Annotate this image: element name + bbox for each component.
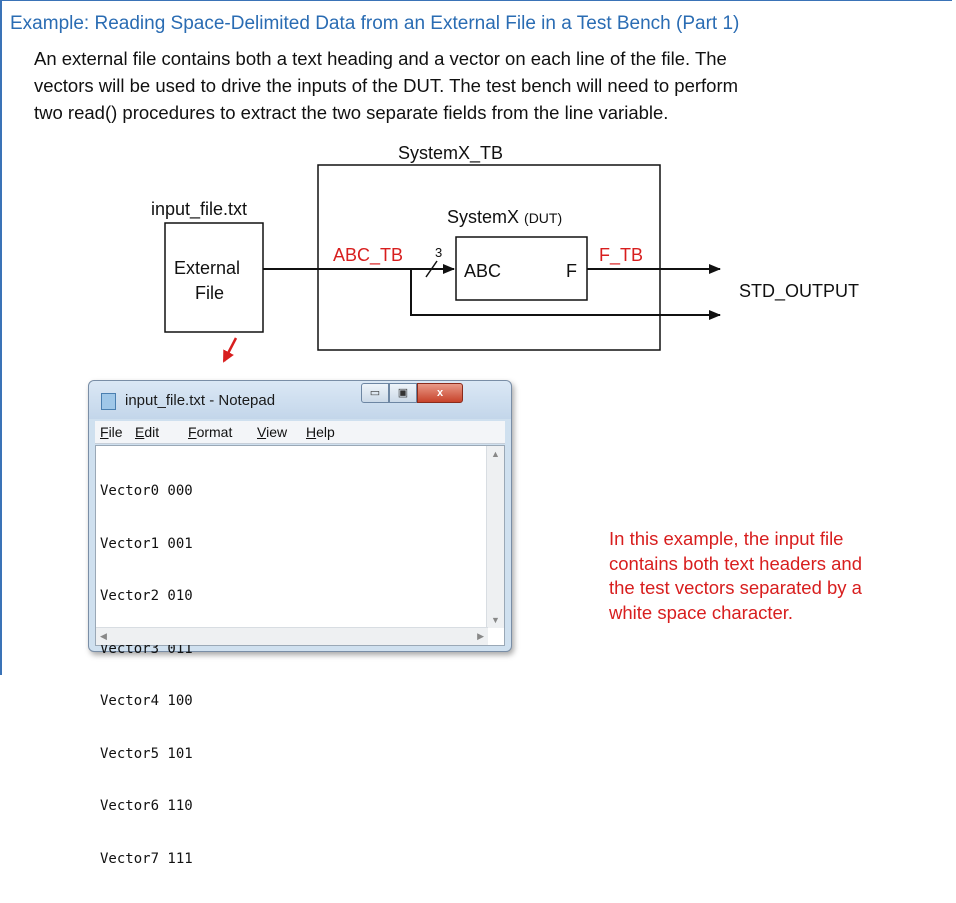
dut-name-text: SystemX (447, 207, 519, 227)
intro-line-1: An external file contains both a text he… (34, 48, 727, 69)
file-line: Vector2 010 (100, 588, 193, 604)
signal-out-label: F_TB (599, 245, 643, 266)
bus-width-label: 3 (435, 245, 442, 260)
external-file-box (164, 222, 264, 333)
vertical-scrollbar[interactable]: ▲ ▼ (486, 446, 504, 628)
file-label: input_file.txt (151, 199, 247, 220)
menu-view[interactable]: View (257, 424, 288, 440)
notepad-icon (101, 393, 116, 410)
close-button[interactable]: x (417, 383, 463, 403)
port-out-label: F (566, 261, 577, 281)
menu-format[interactable]: Format (188, 424, 233, 440)
notepad-text-area[interactable]: Vector0 000 Vector1 001 Vector2 010 Vect… (95, 445, 505, 867)
notepad-content: Vector0 000 Vector1 001 Vector2 010 Vect… (100, 448, 193, 903)
note-line-1: In this example, the input file (609, 528, 844, 549)
dut-name: SystemX (DUT) (447, 207, 562, 227)
pointer-arrow (222, 337, 238, 363)
scroll-left-icon[interactable]: ◀ (100, 631, 107, 641)
intro-paragraph: An external file contains both a text he… (34, 45, 934, 126)
scroll-up-icon[interactable]: ▲ (491, 449, 500, 459)
scroll-down-icon[interactable]: ▼ (491, 615, 500, 625)
note-line-4: white space character. (609, 601, 794, 623)
maximize-button[interactable]: ▣ (389, 383, 417, 403)
note-line-3: the test vectors separated by a (609, 577, 862, 598)
file-line: Vector4 100 (100, 693, 193, 709)
file-box-line1: External (174, 258, 240, 278)
file-line: Vector7 111 (100, 850, 193, 867)
notepad-title: input_file.txt - Notepad (125, 392, 276, 409)
testbench-label: SystemX_TB (398, 143, 503, 164)
tap-wire (410, 269, 721, 320)
dut-box (455, 236, 588, 301)
intro-line-3: two read() procedures to extract the two… (34, 102, 669, 123)
file-line: Vector0 000 (100, 483, 193, 499)
bus-slash (425, 260, 438, 278)
notepad-window: input_file.txt - Notepad ▭ ▣ x File Edit… (88, 380, 512, 867)
file-line: Vector6 110 (100, 798, 193, 814)
menu-edit[interactable]: Edit (135, 424, 160, 440)
file-line: Vector1 001 (100, 535, 193, 552)
port-in-label: ABC (464, 261, 501, 281)
intro-line-2: vectors will be used to drive the inputs… (34, 75, 739, 96)
menu-file[interactable]: File (100, 424, 123, 440)
std-output-label: STD_OUTPUT (739, 281, 859, 302)
slide-title: Example: Reading Space-Delimited Data fr… (10, 13, 740, 34)
slide: Example: Reading Space-Delimited Data fr… (0, 0, 952, 867)
dut-tag: (DUT) (524, 210, 562, 226)
notepad-titlebar[interactable]: input_file.txt - Notepad ▭ ▣ x (89, 381, 511, 419)
example-note: In this example, the input file contains… (609, 527, 929, 625)
signal-in-label: ABC_TB (333, 245, 403, 266)
horizontal-scrollbar[interactable]: ◀ ▶ (96, 627, 488, 645)
notepad-menubar: File Edit Format View Help (95, 421, 505, 444)
scroll-right-icon[interactable]: ▶ (477, 631, 484, 641)
testbench-box (317, 164, 661, 351)
note-line-2: contains both text headers and (609, 552, 863, 574)
menu-help[interactable]: Help (306, 424, 335, 440)
file-box-line2: File (195, 283, 224, 303)
file-line: Vector5 101 (100, 745, 193, 762)
minimize-button[interactable]: ▭ (361, 383, 389, 403)
